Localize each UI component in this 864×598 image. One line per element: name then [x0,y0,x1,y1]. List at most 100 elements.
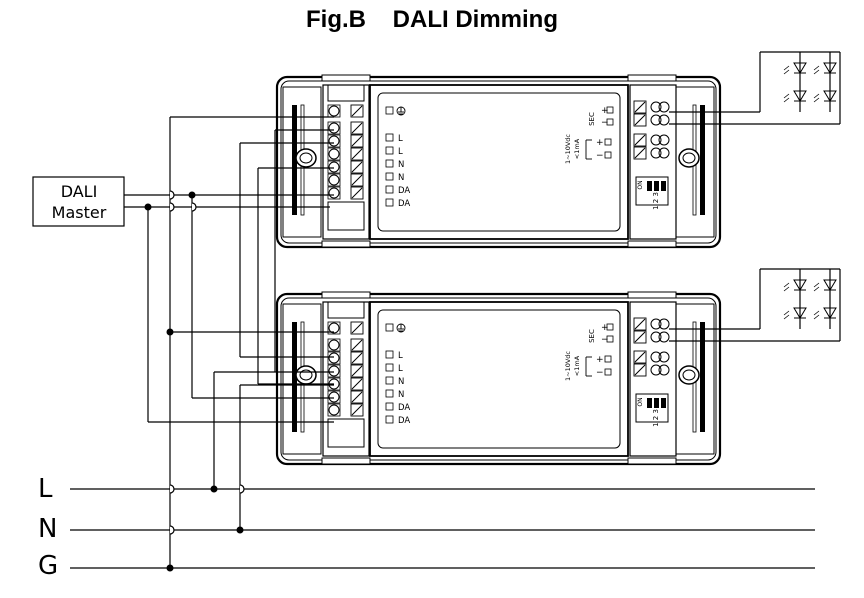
mains-label-n: N [38,514,57,544]
junction-dot [166,564,174,572]
screw-hole-left-inner [299,369,313,381]
dip-toggle [647,181,652,191]
slot-left [292,322,297,432]
pin-square [385,363,394,372]
dali-master-box: DALI Master [32,176,125,227]
led-icon [783,90,807,103]
terminal-clamp [328,365,340,377]
figure-title: Fig.B DALI Dimming [306,6,558,33]
terminal-clamp [650,331,662,343]
input-label: L [398,364,403,374]
terminal-clamp [658,351,670,363]
terminal-screw [633,330,647,344]
terminal-clamp [328,135,340,147]
screw-slash [351,174,363,186]
sec-label: SEC [588,112,596,126]
dip-toggle [647,398,652,408]
terminal-clamp [650,114,662,126]
screw-slash [634,101,646,113]
screw-slash [351,391,363,403]
pin-square [385,146,394,155]
led-icon [813,279,837,292]
dim-minus-label: − [596,368,604,378]
sec-minus-label: − [601,335,609,345]
terminal-clamp [650,101,662,113]
input-label: L [398,134,403,144]
screw-hole-right [678,365,700,385]
pin-square [385,185,394,194]
screw-hole-left-inner [299,152,313,164]
input-label: L [398,351,403,361]
pin-square [385,376,394,385]
screw-slash [634,351,646,363]
terminal-clamp [328,404,340,416]
pin-square [385,172,394,181]
screw-slash [634,331,646,343]
terminal-screw [350,390,364,404]
terminal-screw [633,350,647,364]
latch-notch [321,291,371,299]
latch-notch [321,240,371,248]
terminal-wire-slot [327,160,341,174]
pin-square [606,106,614,114]
terminal-screw [633,100,647,114]
terminal-wire-slot [327,390,341,404]
terminal-wire-slot [327,104,341,118]
dip-body [635,393,669,423]
label-panel [369,301,629,457]
terminal-screw [350,173,364,187]
terminal-clamp [658,364,670,376]
terminal-wire-slot [327,403,341,417]
pin-square [385,106,394,115]
terminal-clamp [328,161,340,173]
screw-slash [634,318,646,330]
input-label: N [398,377,404,387]
terminal-screw [350,351,364,365]
pin-square [385,159,394,168]
dim-minus-label: − [596,151,604,161]
dip-toggle [661,181,666,191]
terminal-screw [350,338,364,352]
terminal-screw [350,321,364,335]
terminal-screw [633,146,647,160]
terminal-clamp [650,364,662,376]
latch-notch [627,74,677,82]
dip-numbers: 1 2 3 [652,409,660,427]
terminal-clamp [328,352,340,364]
led-icon [783,62,807,75]
current-label: <1mA [573,355,581,376]
master-label-2: Master [52,203,107,222]
driver-case-inner [280,297,717,461]
screw-slash [351,187,363,199]
junction-dot [166,328,174,336]
latch-notch [627,457,677,465]
terminal-clamp [328,105,340,117]
mains-label-l: L [38,474,53,504]
output-terminal-block [629,84,677,240]
pin-square [385,133,394,142]
led-array [759,51,841,124]
screw-hole-right [678,148,700,168]
terminal-clamp [328,391,340,403]
terminal-wire-slot [327,173,341,187]
pin-square [385,198,394,207]
led-icon [783,279,807,292]
led-icon [813,90,837,103]
terminal-clamp [658,318,670,330]
terminal-screw [350,147,364,161]
terminal-wire-slot [327,338,341,352]
led-array [759,268,841,341]
pin-square [385,389,394,398]
screw-slash [351,322,363,334]
label-panel-inner [377,309,621,449]
input-label: N [398,160,404,170]
wire-hop [239,484,245,494]
screw-slash [351,365,363,377]
master-label-1: DALI [61,182,98,201]
terminal-base [327,418,365,448]
slot-right [700,105,705,215]
input-label: DA [398,416,410,426]
terminal-wire-slot [327,364,341,378]
